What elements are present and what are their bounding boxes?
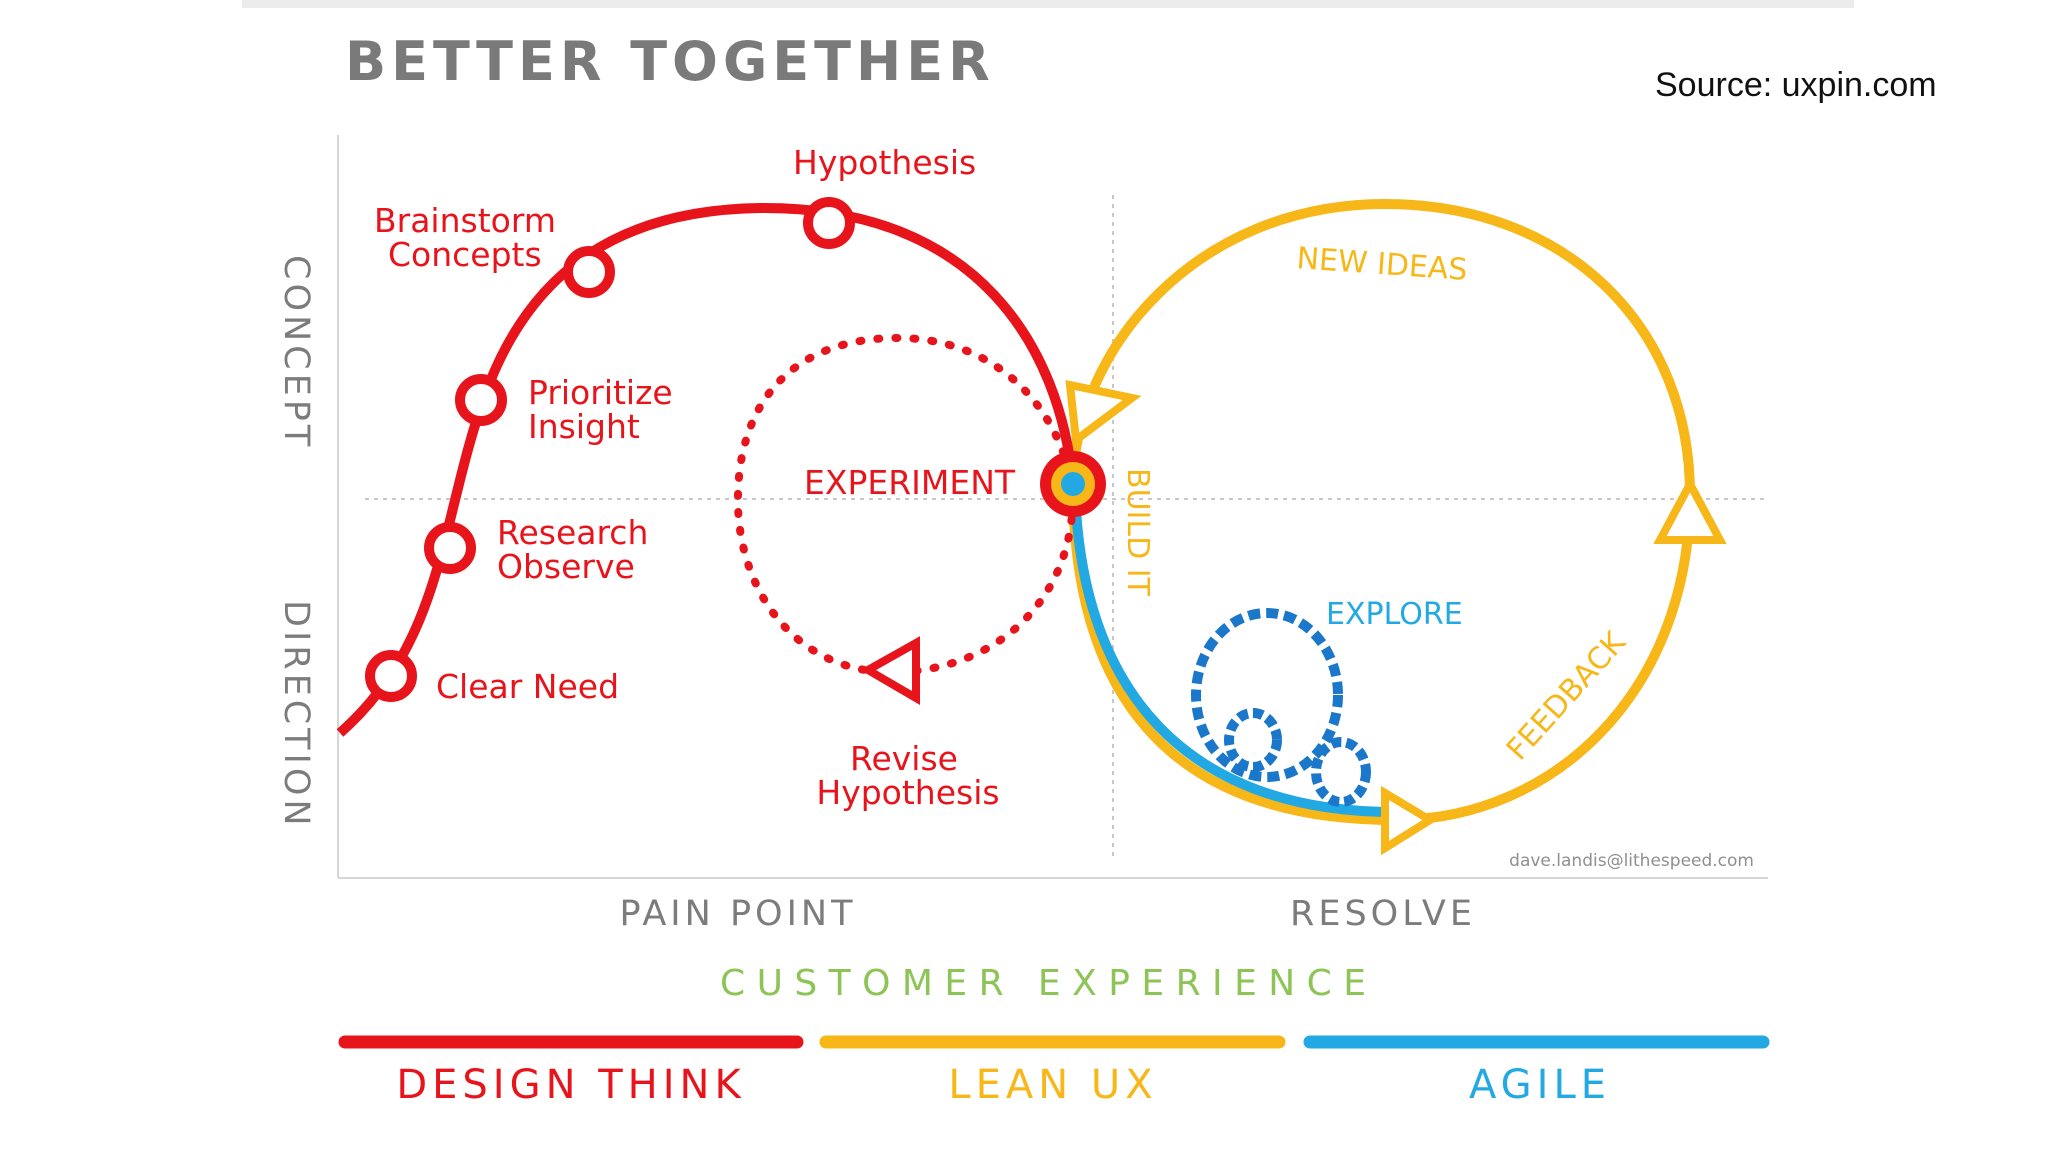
- label-experiment: EXPERIMENT: [804, 463, 1016, 502]
- label-feedback: FEEDBACK: [1500, 624, 1634, 767]
- axis-label-direction: DIRECTION: [276, 600, 316, 830]
- label-revise-hypothesis: Hypothesis: [816, 773, 999, 812]
- customer-experience-label: C U S T O M E R E X P E R I E N C E: [720, 963, 1366, 1004]
- feedback-arrow-icon: [1653, 475, 1727, 544]
- node-clear-need: [365, 650, 417, 702]
- revise-arrow-icon: [859, 636, 920, 705]
- credit-text: dave.landis@lithespeed.com: [1509, 851, 1754, 871]
- legend-label-lean-ux: LEAN UX: [948, 1062, 1157, 1108]
- experiment-hub-core: [1061, 472, 1085, 496]
- legend-label-agile: AGILE: [1469, 1062, 1611, 1108]
- node-research-observe: [424, 522, 476, 574]
- label-research: Research: [497, 513, 648, 552]
- label-insight: Insight: [528, 407, 640, 446]
- label-prioritize: Prioritize: [528, 373, 673, 412]
- page-title: BETTER TOGETHER: [345, 30, 995, 93]
- label-clear-need: Clear Need: [436, 667, 619, 706]
- label-explore: EXPLORE: [1326, 597, 1463, 632]
- node-brainstorm-concepts: [563, 246, 615, 298]
- axis-label-resolve: RESOLVE: [1290, 894, 1476, 934]
- label-build-it: BUILD IT: [1120, 468, 1155, 597]
- resolve-arrow-icon: [1381, 785, 1438, 856]
- top-divider: [242, 0, 1854, 8]
- explore-spiral-tiny: [1311, 737, 1371, 807]
- axis-label-pain-point: PAIN POINT: [620, 894, 857, 934]
- explore-spiral-small: [1224, 708, 1282, 772]
- node-prioritize-insight: [455, 374, 507, 426]
- label-revise: Revise: [850, 739, 958, 778]
- label-new-ideas: NEW IDEAS: [1295, 241, 1468, 288]
- axis-label-concept: CONCEPT: [276, 255, 316, 450]
- legend-label-design-think: DESIGN THINK: [396, 1062, 745, 1108]
- label-brainstorm: Brainstorm: [374, 201, 556, 240]
- explore-spiral-large: [1191, 608, 1343, 782]
- agile-path: [1070, 486, 1396, 817]
- label-hypothesis: Hypothesis: [793, 143, 976, 182]
- build-it-arrow-icon: [1065, 379, 1142, 448]
- node-hypothesis: [803, 197, 855, 249]
- label-concepts: Concepts: [388, 235, 542, 274]
- label-observe: Observe: [497, 547, 635, 586]
- source-caption: Source: uxpin.com: [1655, 66, 1937, 104]
- experiment-loop: [733, 333, 1077, 677]
